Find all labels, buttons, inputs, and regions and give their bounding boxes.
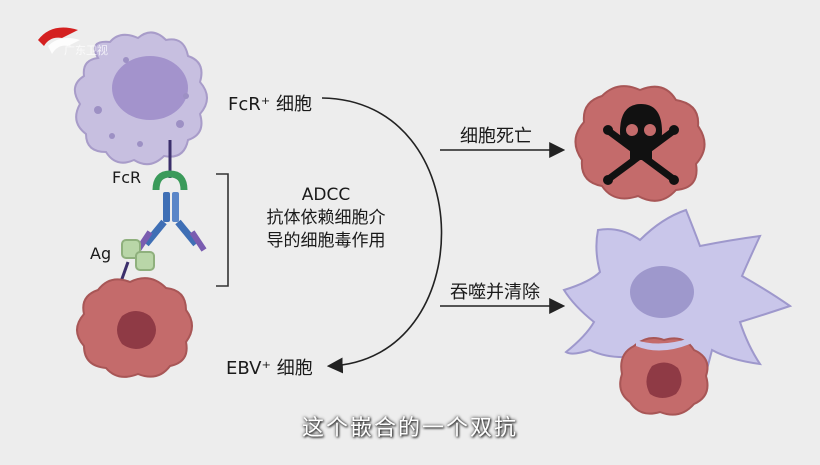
macrophage (562, 208, 793, 395)
ag-label: Ag (90, 244, 112, 263)
engulfed-target-cell (619, 337, 709, 416)
fcr-cell-label: FcR⁺ 细胞 (228, 94, 312, 115)
arc-arrow (321, 97, 443, 374)
cell-death-label: 细胞死亡 (460, 126, 532, 147)
channel-logo (38, 27, 80, 54)
ebv-target-cell (76, 277, 193, 378)
fcr-immune-cell (73, 31, 208, 166)
adcc-title: ADCC (301, 185, 351, 205)
antigen (121, 239, 155, 271)
antibody (135, 192, 207, 252)
subtitle-caption: 这个嵌合的一个双抗 (301, 416, 518, 441)
bracket (216, 173, 229, 287)
fcr-label: FcR (112, 168, 142, 187)
adcc-line-2: 导的细胞毒作用 (266, 231, 386, 251)
channel-watermark: 广东卫视 (64, 44, 108, 57)
engulf-label: 吞噬并清除 (450, 282, 540, 303)
ebv-cell-label: EBV⁺ 细胞 (226, 358, 313, 379)
skull-crossbones-icon (603, 104, 679, 185)
fcr-receptor (152, 170, 188, 191)
adcc-line-1: 抗体依赖细胞介 (266, 208, 386, 228)
adcc-label: ADCC 抗体依赖细胞介 导的细胞毒作用 (244, 184, 408, 253)
